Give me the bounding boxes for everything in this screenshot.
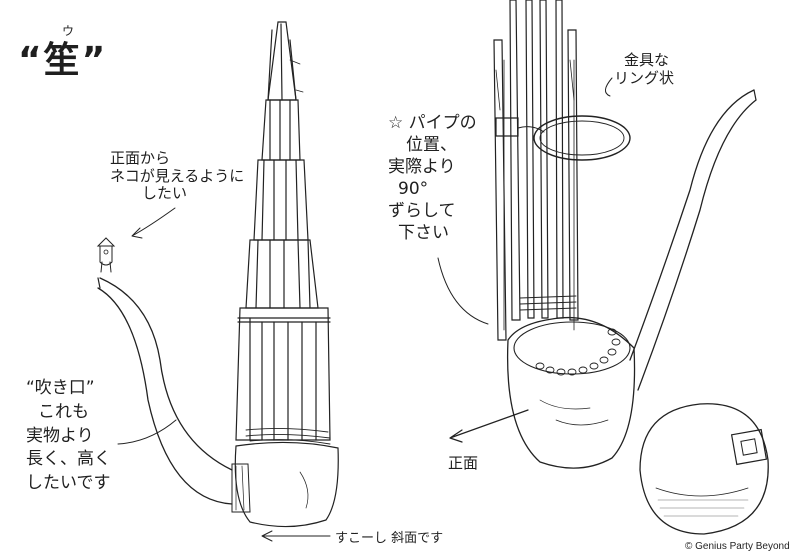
front-direction-arrow [450,410,528,442]
pipe-holes [536,329,620,375]
note-line: ☆ パイプの [388,113,477,133]
ring-note: 金具な リング状 [614,51,675,87]
page-title: “笙” [18,40,108,81]
ring-arrow [605,78,612,96]
note-line: 90° [398,179,429,200]
note-line: 長く、高く [26,449,111,470]
left-bowl [232,442,338,526]
base-slope-note: すこーし 斜面です [335,531,444,546]
pipe-position-note: ☆ パイプの 位置、 実際より 90° ずらして 下さい [388,112,477,245]
left-mouthpiece [98,278,232,504]
front-view-arrow [132,208,175,238]
right-pipe-bundle [494,0,578,340]
left-sho-drawing [98,22,338,541]
front-direction-label: 正面 [448,454,479,472]
left-pipe-bundle [236,22,330,444]
note-line: “吹き口” [26,378,95,398]
note-line: ずらして [388,201,456,222]
title-ruby: ウ [62,24,75,38]
copyright-text: © Genius Party Beyond [685,541,790,552]
note-line: したい [142,184,188,203]
note-line: リング状 [614,68,675,87]
pipes-arrow [438,258,488,324]
note-line: 正面から [110,149,171,167]
mouthpiece-arrow [118,420,176,444]
mouthpiece-note: “吹き口” これも 実物より 長く、高く したいです [26,377,111,496]
right-mouthpiece [630,90,756,390]
note-line: 実物より [26,425,94,446]
sphere-detail [640,404,768,534]
right-sho-drawing [438,0,768,534]
note-line: 下さい [398,223,449,244]
note-line: 位置、 [406,135,457,156]
note-line: これも [38,401,89,422]
base-arrow [262,531,330,541]
ring-bracket [496,116,630,160]
front-view-note: 正面から ネコが見えるように したい [110,149,245,203]
note-line: ネコが見えるように [110,166,245,185]
note-line: したいです [26,473,111,494]
note-line: 金具な [624,51,670,69]
cat-figure-icon [98,238,114,272]
note-line: 実際より [388,157,456,178]
right-bowl [508,318,635,469]
